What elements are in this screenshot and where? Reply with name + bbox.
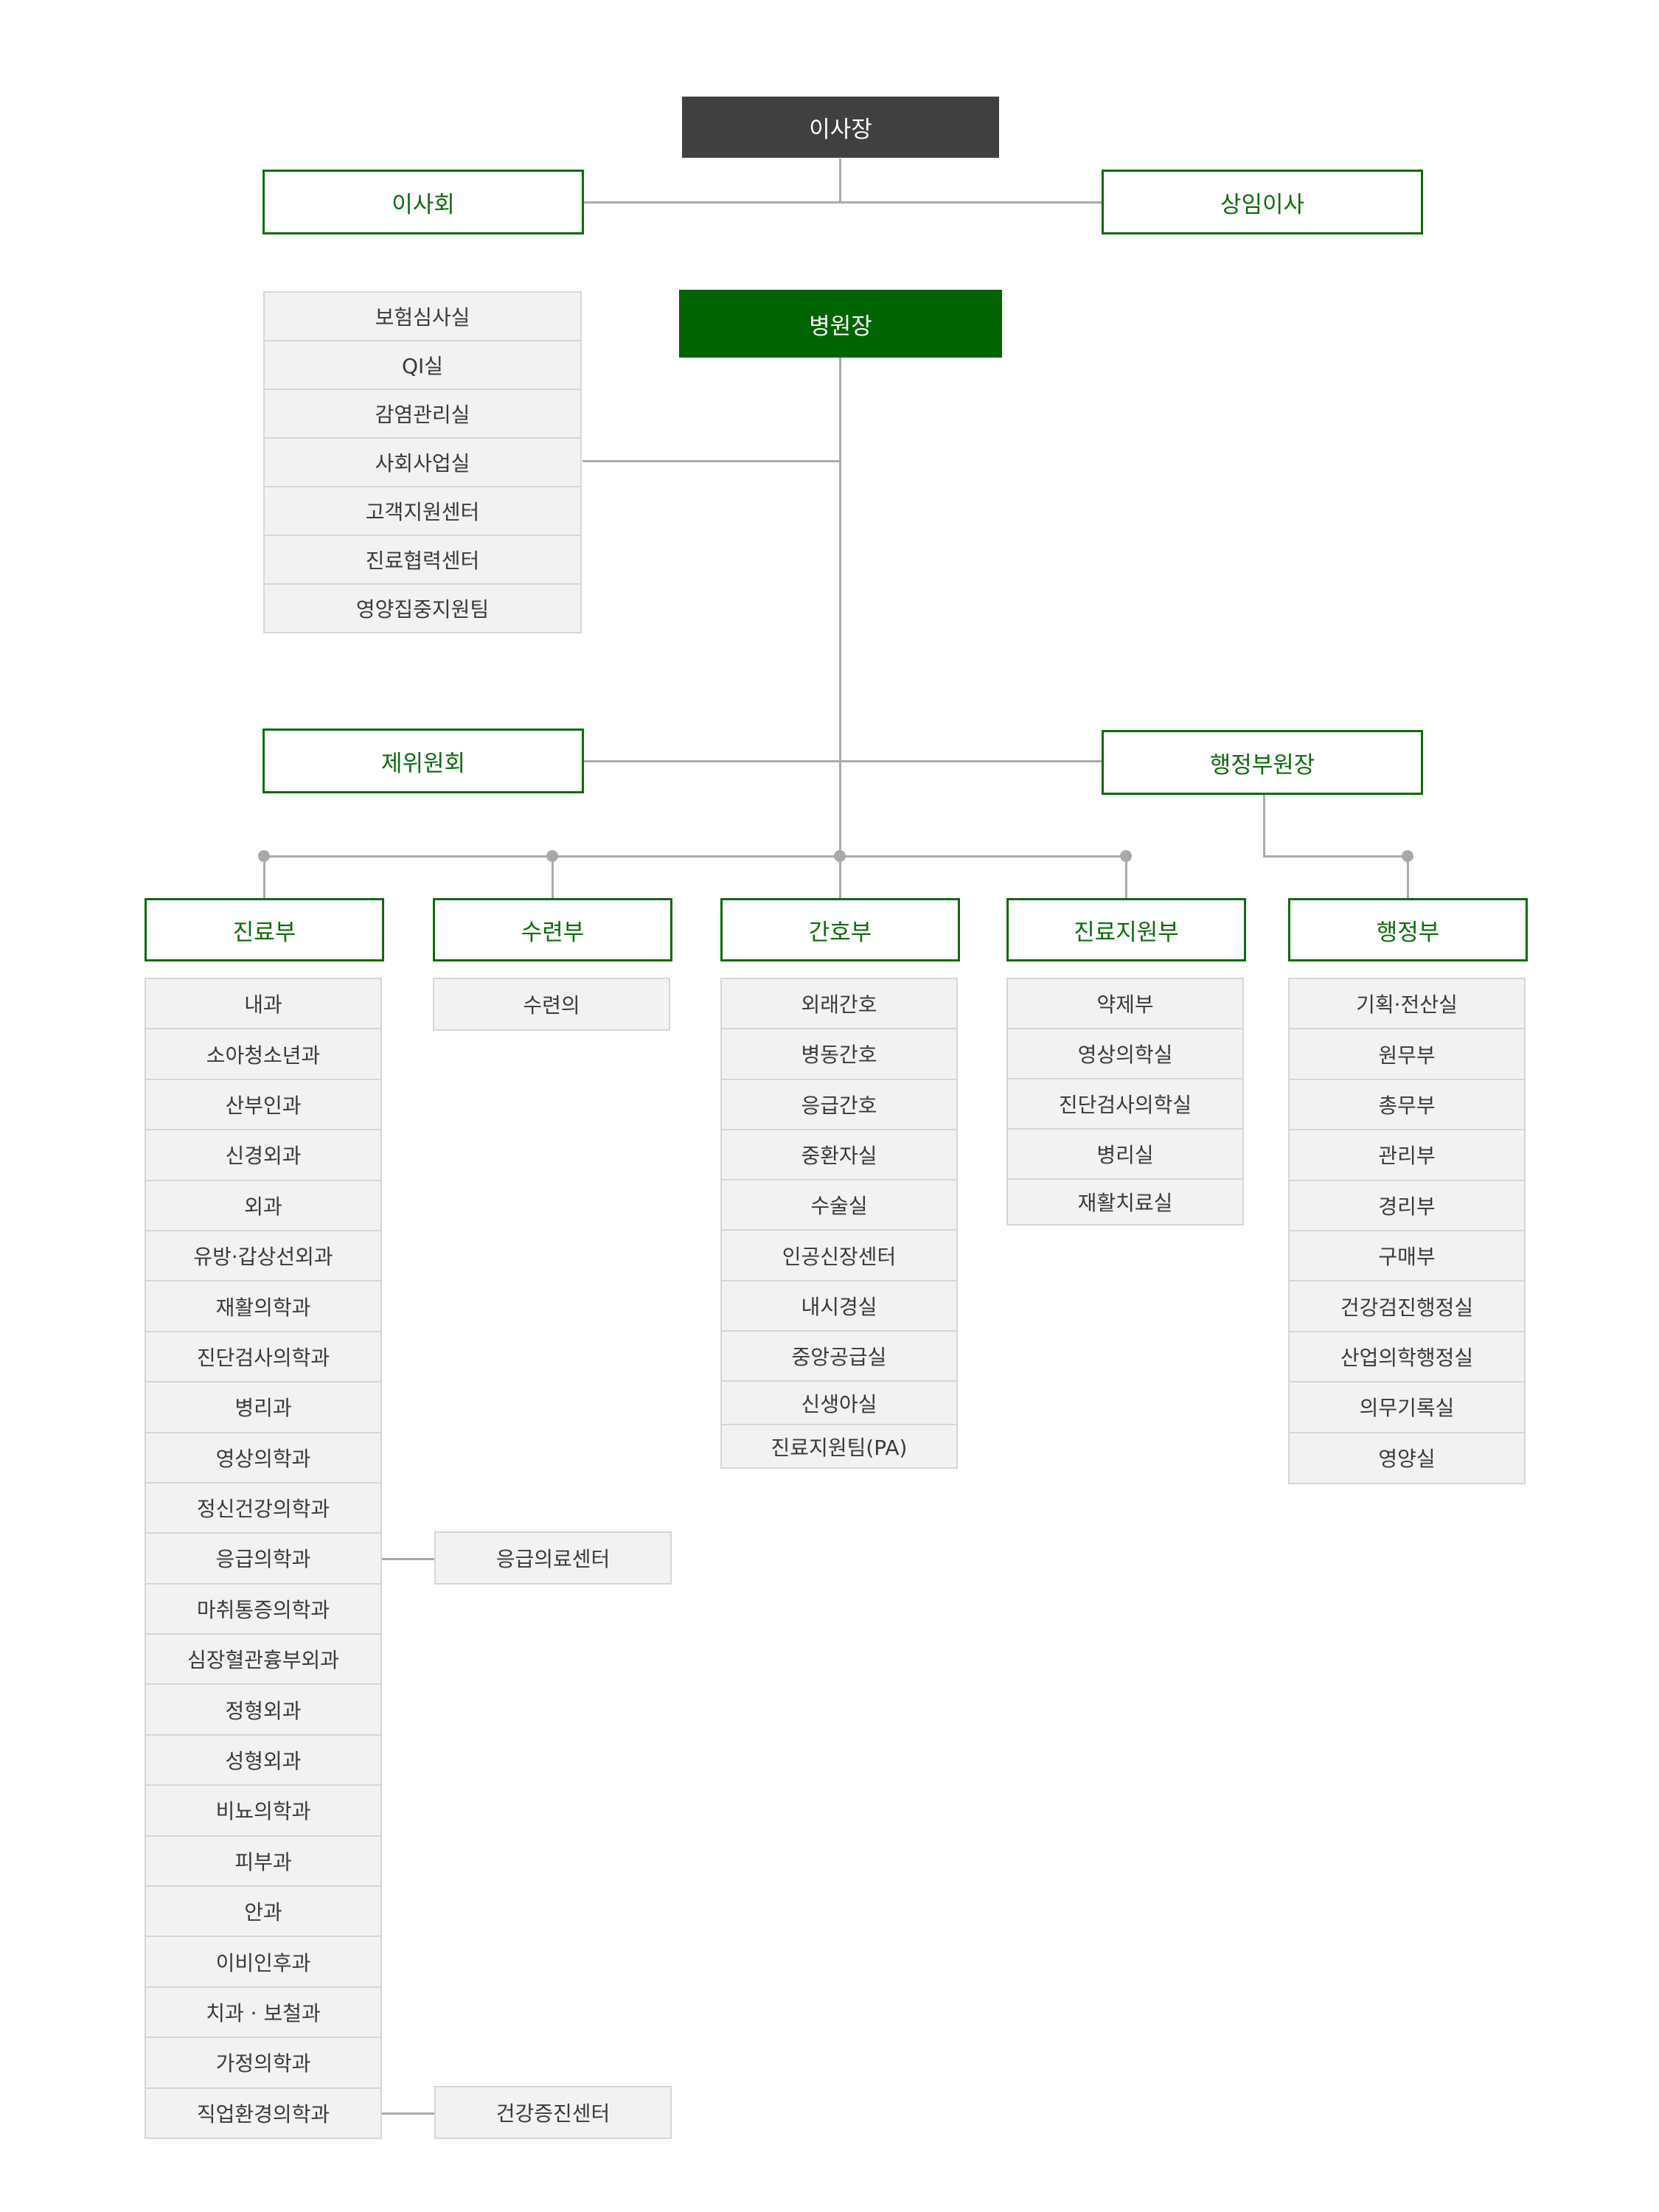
list-item: 인공신장센터 <box>722 1231 956 1281</box>
list-item: 의무기록실 <box>1290 1382 1524 1433</box>
connector-line <box>382 2112 435 2115</box>
department-header-nursing: 간호부 <box>720 898 960 961</box>
list-item: 약제부 <box>1008 979 1242 1029</box>
list-item: 관리부 <box>1290 1130 1524 1181</box>
list-item: QI실 <box>265 341 580 390</box>
list-item: 보험심사실 <box>265 293 580 341</box>
emergency-center-box: 응급의료센터 <box>434 1531 672 1585</box>
health-center-box: 건강증진센터 <box>434 2086 672 2139</box>
department-header-clinical-support: 진료지원부 <box>1006 898 1246 961</box>
admin-vp-box: 행정부원장 <box>1102 730 1423 795</box>
list-item: 피부과 <box>146 1836 380 1888</box>
list-item: 유방·갑상선외과 <box>146 1231 380 1282</box>
list-item: 외래간호 <box>722 979 956 1030</box>
list-item: 수술실 <box>722 1180 956 1231</box>
director-box: 병원장 <box>679 290 1002 358</box>
list-item: 진료협력센터 <box>265 536 580 585</box>
list-item: 수련의 <box>434 979 669 1031</box>
connector-line <box>1263 855 1411 858</box>
department-header-clinical: 진료부 <box>145 898 384 961</box>
connector-line <box>839 855 841 900</box>
clinical-department-list: 내과 소아청소년과 산부인과 신경외과 외과 유방·갑상선외과 재활의학과 진단… <box>145 978 382 2139</box>
junction-dot <box>1402 850 1413 862</box>
list-item: 비뇨의학과 <box>146 1786 380 1837</box>
list-item: 마취통증의학과 <box>146 1584 380 1635</box>
connector-line <box>263 855 1128 858</box>
nursing-department-list: 외래간호 병동간호 응급간호 중환자실 수술실 인공신장센터 내시경실 중앙공급… <box>720 978 958 1470</box>
list-item: 이비인후과 <box>146 1937 380 1988</box>
connector-line <box>263 855 265 900</box>
committees-box: 제위원회 <box>262 728 584 793</box>
connector-line <box>582 460 841 462</box>
clinical-support-department-list: 약제부 영상의학실 진단검사의학실 병리실 재활치료실 <box>1006 978 1244 1225</box>
list-item: 응급의학과 <box>146 1534 380 1585</box>
list-item: 재활치료실 <box>1008 1180 1242 1225</box>
junction-dot <box>258 850 270 862</box>
connector-line <box>582 201 1102 204</box>
list-item: 병리실 <box>1008 1130 1242 1180</box>
list-item: 감염관리실 <box>265 390 580 439</box>
director-office-list: 보험심사실 QI실 감염관리실 사회사업실 고객지원센터 진료협력센터 영양집중… <box>263 291 582 633</box>
list-item: 영상의학과 <box>146 1433 380 1484</box>
list-item: 정형외과 <box>146 1685 380 1736</box>
department-header-administration: 행정부 <box>1288 898 1528 961</box>
list-item: 산업의학행정실 <box>1290 1332 1524 1383</box>
list-item: 기획·전산실 <box>1290 979 1524 1030</box>
list-item: 직업환경의학과 <box>146 2088 380 2139</box>
junction-dot <box>546 850 558 862</box>
list-item: 총무부 <box>1290 1079 1524 1131</box>
connector-line <box>1263 793 1265 858</box>
list-item: 가정의학과 <box>146 2038 380 2089</box>
connector-line <box>839 358 841 858</box>
list-item: 내과 <box>146 979 380 1030</box>
connector-line <box>839 159 841 203</box>
list-item: 사회사업실 <box>265 439 580 487</box>
connector-line <box>1125 855 1127 900</box>
list-item: 응급간호 <box>722 1079 956 1130</box>
connector-line <box>1407 855 1409 900</box>
list-item: 외과 <box>146 1180 380 1231</box>
list-item: 정신건강의학과 <box>146 1483 380 1534</box>
list-item: 신경외과 <box>146 1130 380 1181</box>
junction-dot <box>834 850 846 862</box>
administration-department-list: 기획·전산실 원무부 총무부 관리부 경리부 구매부 건강검진행정실 산업의학행… <box>1288 978 1526 1484</box>
connector-line <box>382 1558 435 1560</box>
junction-dot <box>1120 850 1132 862</box>
list-item: 건강검진행정실 <box>1290 1281 1524 1332</box>
list-item: 소아청소년과 <box>146 1029 380 1080</box>
training-department-list: 수련의 <box>433 978 670 1031</box>
chairman-box: 이사장 <box>682 97 999 158</box>
list-item: 성형외과 <box>146 1735 380 1787</box>
department-header-training: 수련부 <box>433 898 672 961</box>
list-item: 경리부 <box>1290 1180 1524 1231</box>
connector-line <box>582 760 1102 762</box>
list-item: 병동간호 <box>722 1029 956 1080</box>
list-item: 영양실 <box>1290 1433 1524 1484</box>
list-item: 원무부 <box>1290 1029 1524 1080</box>
list-item: 심장혈관흉부외과 <box>146 1635 380 1686</box>
list-item: 치과 · 보철과 <box>146 1987 380 2039</box>
list-item: 진단검사의학과 <box>146 1332 380 1383</box>
list-item: 영상의학실 <box>1008 1029 1242 1079</box>
list-item: 신생아실 <box>722 1382 956 1426</box>
board-box: 이사회 <box>262 170 584 234</box>
list-item: 안과 <box>146 1887 380 1938</box>
list-item: 병리과 <box>146 1382 380 1433</box>
list-item: 중앙공급실 <box>722 1332 956 1382</box>
list-item: 영양집중지원팀 <box>265 585 580 633</box>
list-item: 진단검사의학실 <box>1008 1079 1242 1130</box>
list-item: 재활의학과 <box>146 1281 380 1332</box>
list-item: 구매부 <box>1290 1231 1524 1282</box>
list-item: 산부인과 <box>146 1079 380 1131</box>
list-item: 고객지원센터 <box>265 487 580 536</box>
standing-director-box: 상임이사 <box>1102 170 1423 234</box>
list-item: 내시경실 <box>722 1281 956 1332</box>
list-item: 중환자실 <box>722 1130 956 1181</box>
list-item: 진료지원팀(PA) <box>722 1425 956 1470</box>
connector-line <box>552 855 554 900</box>
